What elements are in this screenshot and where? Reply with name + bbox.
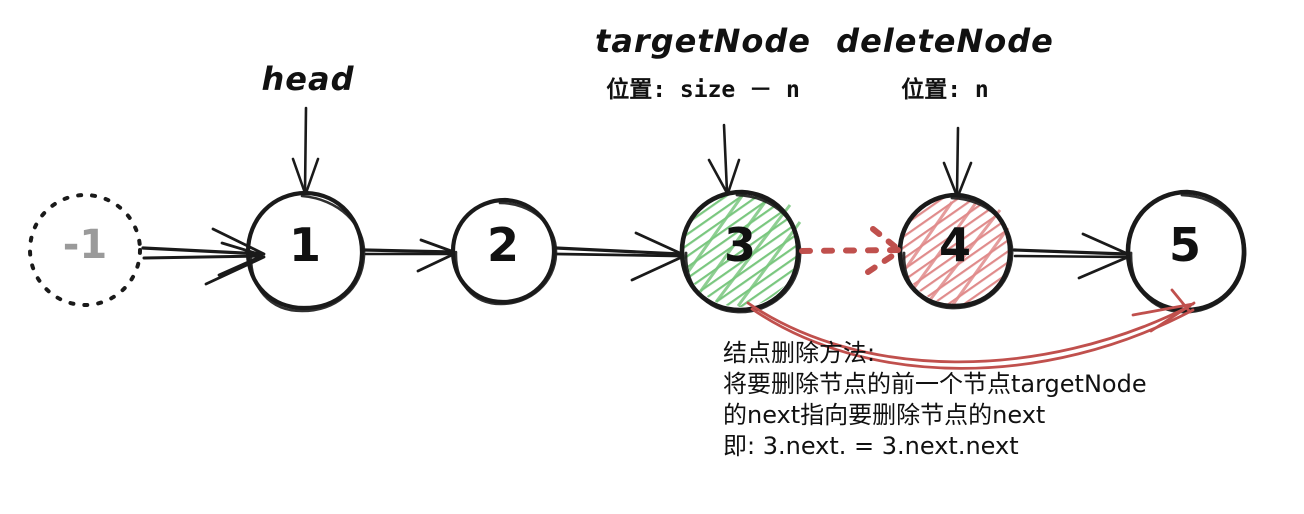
node-circle-1 [245,190,366,313]
note-line-2: 将要删除节点的前一个节点targetNode [723,370,1147,398]
pointer-label-targetnode: targetNode [595,22,811,60]
arrow-dummy-to-1 [141,227,266,286]
node-circle-2 [450,197,558,306]
node-fill-3 [683,193,802,307]
note-line-3: 的next指向要删除节点的next [723,401,1046,429]
node-label-3: 3 [723,218,756,272]
pointer-arrow-head [291,106,320,195]
node-label-1: 1 [288,218,321,272]
red-curve-arrow-3-to-5 [746,288,1196,370]
node-circle-4 [897,192,1014,310]
pointer-sublabel-targetnode: 位置: size － n [606,77,800,103]
note-line-4: 即: 3.next. = 3.next.next [723,432,1019,460]
pointer-arrow-targetnode [707,123,741,195]
node-label-dummy: -1 [62,222,108,268]
node-label-5: 5 [1168,218,1201,272]
pointer-arrow-deletenode [942,126,973,198]
note-line-1: 结点删除方法: [723,339,876,367]
arrow-1-to-2 [362,238,456,273]
node-label-4: 4 [938,218,971,272]
note-block: 结点删除方法: 将要删除节点的前一个节点targetNode 的next指向要删… [723,338,1147,462]
pointer-label-head: head [261,60,355,98]
node-fill-4 [901,196,1010,307]
pointer-sublabel-deletenode: 位置: n [901,77,989,103]
arrow-2-to-3 [554,231,684,282]
node-circle-3 [679,189,802,314]
pointer-label-deletenode: deleteNode [836,22,1054,60]
node-circle-5 [1125,189,1247,314]
red-dashed-arrow-3-to-4 [799,226,901,275]
node-circle-dummy [28,193,142,307]
node-label-2: 2 [486,218,519,272]
arrow-4-to-5 [1012,232,1130,280]
